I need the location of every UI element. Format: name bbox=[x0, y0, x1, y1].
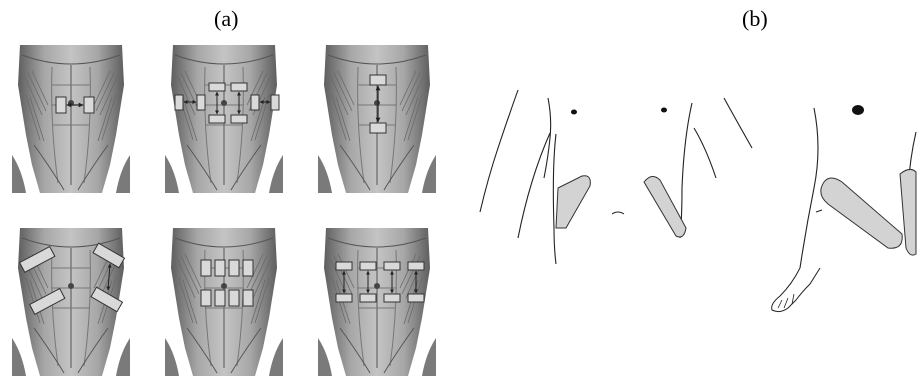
torso-config-5 bbox=[165, 228, 283, 376]
torso-config-1 bbox=[12, 45, 130, 193]
marker-dot bbox=[571, 110, 577, 115]
tape-strip bbox=[900, 169, 916, 255]
body-contour bbox=[816, 210, 822, 212]
line-drawing-panel-b bbox=[470, 78, 923, 318]
tape-strip bbox=[556, 176, 590, 228]
body-contour bbox=[518, 133, 550, 238]
panel-a-label: (a) bbox=[214, 6, 238, 32]
torso-config-4 bbox=[12, 228, 130, 376]
body-contour bbox=[724, 98, 752, 148]
hand-contour bbox=[772, 268, 820, 312]
torso-config-6 bbox=[318, 228, 436, 376]
body-contour bbox=[800, 108, 818, 268]
panel-b-label: (b) bbox=[742, 6, 768, 32]
body-contour bbox=[680, 103, 692, 238]
torso-config-3 bbox=[318, 45, 436, 193]
body-contour bbox=[480, 90, 518, 212]
torso-config-2 bbox=[165, 45, 283, 193]
body-contour bbox=[612, 212, 624, 214]
body-contour bbox=[553, 134, 556, 264]
tape-strip bbox=[644, 176, 686, 237]
marker-dot bbox=[852, 105, 864, 115]
body-contour bbox=[694, 128, 716, 178]
tape-strip bbox=[821, 178, 902, 248]
marker-dot bbox=[661, 108, 667, 113]
